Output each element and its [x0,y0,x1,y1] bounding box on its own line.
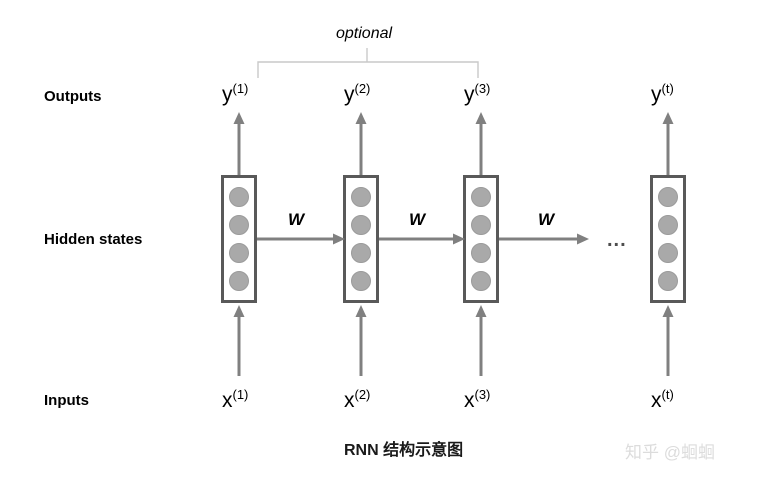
input-base-tt: x [651,389,662,412]
neuron [471,215,491,235]
input-label-tt: x(t) [651,387,674,412]
output-arrow-t1 [233,112,245,175]
input-base-t3: x [464,389,475,412]
output-arrow-t2 [355,112,367,175]
neuron [229,187,249,207]
output-label-tt: y(t) [651,81,674,106]
recurrent-arrow-w1 [257,233,345,245]
neuron [658,215,678,235]
neuron [229,271,249,291]
neuron [658,271,678,291]
neuron [351,243,371,263]
output-base-tt: y [651,83,662,106]
input-base-t2: x [344,389,355,412]
output-base-t1: y [222,83,233,106]
input-sup-t2: (2) [354,387,371,402]
neuron [351,271,371,291]
output-base-t3: y [464,83,475,106]
output-sup-t2: (2) [354,81,371,96]
input-base-t1: x [222,389,233,412]
figure-caption: RNN 结构示意图 [344,442,464,459]
neuron [229,215,249,235]
input-sup-t3: (3) [474,387,491,402]
hidden-state-box-t3 [463,175,499,303]
weight-label-w3: W [538,210,555,229]
neuron [471,243,491,263]
input-arrow-t3 [475,305,487,376]
output-arrow-t3 [475,112,487,175]
output-label-t3: y(3) [464,81,491,106]
hidden-state-box-t2 [343,175,379,303]
hidden-state-box-tt [650,175,686,303]
input-arrow-tt [662,305,674,376]
neuron [658,243,678,263]
output-arrow-tt [662,112,674,175]
input-arrow-t2 [355,305,367,376]
row-label-inputs: Inputs [44,392,89,409]
row-label-hidden-states: Hidden states [44,231,143,248]
input-arrow-t1 [233,305,245,376]
neuron [658,187,678,207]
row-label-outputs: Outputs [44,88,102,105]
output-base-t2: y [344,83,355,106]
hidden-state-box-t1 [221,175,257,303]
neuron [351,187,371,207]
output-label-t2: y(2) [344,81,371,106]
input-label-t2: x(2) [344,387,371,412]
input-sup-tt: (t) [661,387,674,402]
output-sup-tt: (t) [661,81,674,96]
recurrent-arrow-w3 [499,233,589,245]
neuron [471,271,491,291]
input-label-t1: x(1) [222,387,249,412]
output-label-t1: y(1) [222,81,249,106]
neuron [471,187,491,207]
ellipsis-label: ... [607,229,627,251]
optional-label: optional [336,25,393,42]
neuron [229,243,249,263]
zhihu-watermark: 知乎 @蛔蛔 [625,443,715,462]
optional-bracket [257,48,479,78]
weight-label-w2: W [409,210,426,229]
neuron [351,215,371,235]
recurrent-arrow-w2 [379,233,465,245]
output-sup-t1: (1) [232,81,249,96]
weight-label-w1: W [288,210,305,229]
output-sup-t3: (3) [474,81,491,96]
input-sup-t1: (1) [232,387,249,402]
input-label-t3: x(3) [464,387,491,412]
